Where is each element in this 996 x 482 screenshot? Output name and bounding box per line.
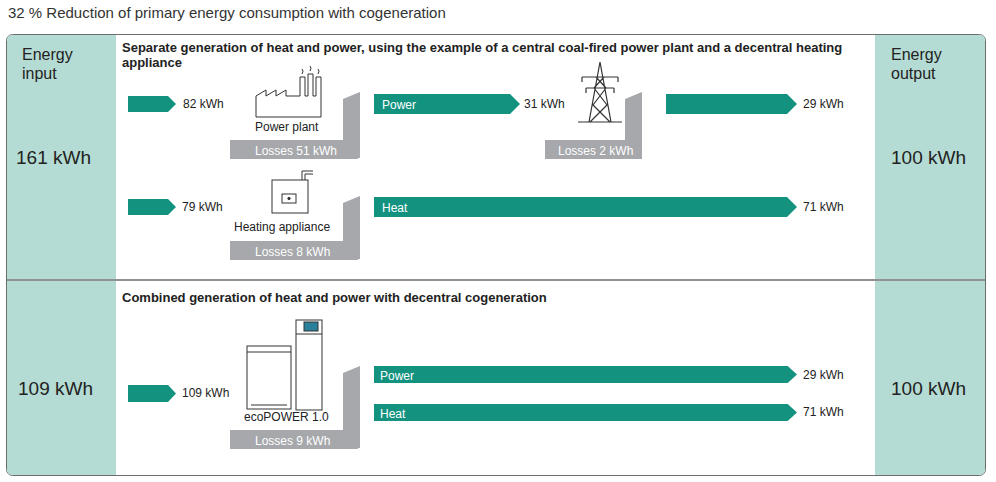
power-plant-icon: [256, 66, 321, 117]
input-arrow: [128, 199, 176, 215]
flow-arrow: Heat: [374, 197, 797, 217]
flow-label: 79 kWh: [182, 200, 223, 214]
flow-label: 71 kWh: [803, 405, 844, 419]
flow-label: Power plant: [255, 120, 318, 134]
flow-arrow: Power: [374, 94, 520, 114]
box-text: Losses 9 kWh: [255, 432, 330, 451]
section-heading: Combined generation of heat and power wi…: [122, 290, 870, 305]
divider: [6, 279, 986, 281]
losses-box: Losses 2 kWh: [545, 140, 642, 159]
losses-box: Losses 8 kWh: [230, 241, 358, 260]
box-text: Power: [382, 95, 416, 115]
box-text: Heat: [382, 198, 407, 218]
energy-value: 100 kWh: [891, 147, 966, 170]
energy-value: 161 kWh: [16, 147, 91, 170]
page-title: 32 % Reduction of primary energy consump…: [8, 4, 446, 21]
output-arrow: [666, 94, 797, 114]
arrow-shape: [374, 366, 797, 383]
box-text: Heat: [380, 406, 405, 423]
arrow-body: [374, 197, 797, 217]
heating-appliance-icon: [272, 171, 313, 213]
flow-label: 82 kWh: [183, 97, 224, 111]
energy-band: 100 kWh: [875, 281, 985, 475]
flow-arrow: Power: [374, 366, 797, 383]
flow-label: Heating appliance: [234, 220, 330, 234]
energy-band: Energy output 100 kWh: [875, 35, 985, 279]
section-heading: Separate generation of heat and power, u…: [122, 40, 870, 70]
flow-label: 31 kWh: [524, 97, 565, 111]
box-text: Losses 8 kWh: [255, 243, 330, 262]
arrow-body: [374, 404, 797, 421]
flow-label: 29 kWh: [803, 368, 844, 382]
flow-label: 109 kWh: [182, 386, 229, 400]
box-text: Losses 2 kWh: [558, 142, 633, 161]
losses-box: Losses 9 kWh: [230, 430, 358, 449]
band-heading: Energy output: [891, 45, 971, 83]
flow-arrow: Heat: [374, 404, 797, 421]
pylon-icon: [578, 62, 622, 122]
losses-box: Losses 51 kWh: [230, 140, 358, 159]
band-heading: Energy input: [22, 45, 102, 83]
arrow-shape: [374, 404, 797, 421]
flow-label: 71 kWh: [803, 200, 844, 214]
arrow-body: [374, 366, 797, 383]
input-arrow: [128, 96, 176, 112]
arrow-body: [374, 94, 520, 114]
energy-value: 100 kWh: [891, 378, 966, 401]
box-text: Losses 51 kWh: [255, 142, 337, 161]
flow-label: 29 kWh: [803, 97, 844, 111]
energy-band: 109 kWh: [7, 281, 116, 475]
energy-band: Energy input 161 kWh: [7, 35, 116, 279]
flow-label: ecoPOWER 1.0: [244, 410, 329, 424]
cogeneration-unit-icon: [247, 320, 322, 410]
energy-value: 109 kWh: [18, 378, 93, 401]
box-text: Power: [380, 368, 414, 385]
frame: [7, 35, 986, 476]
input-arrow: [128, 385, 176, 402]
arrow-shape: [374, 197, 797, 217]
